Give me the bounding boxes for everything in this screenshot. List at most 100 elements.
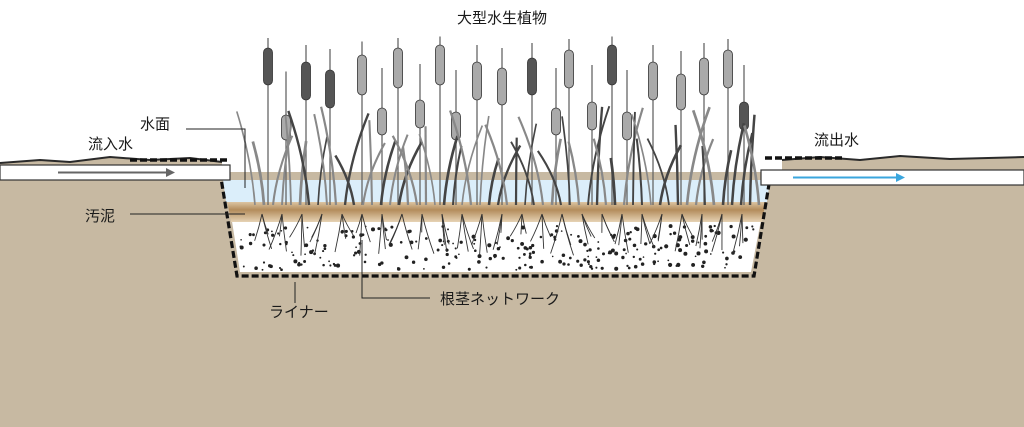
gravel-dot (506, 236, 510, 241)
gravel-dot (496, 247, 501, 251)
cattail-head (263, 47, 273, 86)
gravel-dot (515, 268, 518, 271)
water-surface-label: 水面 (140, 115, 170, 133)
root-strand (355, 213, 363, 234)
plant-leaf (235, 111, 256, 206)
gravel-dot (595, 256, 598, 258)
gravel-dot (697, 241, 700, 244)
cattail-head (325, 69, 335, 109)
plant-leaf (622, 107, 644, 206)
gravel-dot (691, 262, 696, 267)
gravel-dot (614, 251, 619, 256)
gravel-dot (632, 255, 635, 259)
cattail-head (587, 101, 597, 131)
root-strand (289, 213, 303, 238)
gravel-dot (329, 264, 332, 267)
gravel-dot (473, 238, 477, 242)
cattail-head (357, 54, 367, 96)
gravel-dot (328, 260, 330, 263)
plant-leaf (334, 154, 356, 206)
gravel-dot (355, 246, 357, 249)
cattail-head (607, 44, 617, 86)
gravel-dot (319, 256, 322, 259)
root-strand (461, 213, 469, 252)
gravel-dot (445, 252, 449, 257)
gravel-dot (279, 242, 282, 246)
gravel-dot (586, 260, 590, 264)
plant-leaf (461, 125, 484, 206)
gravel-dot (709, 253, 712, 255)
gravel-dot (588, 248, 592, 252)
plant-leaf (379, 139, 397, 206)
gravel-dot (485, 266, 488, 269)
gravel-dot (454, 255, 458, 259)
gravel-dot (628, 237, 632, 241)
gravel-dot (586, 249, 589, 253)
sludge-label: 汚泥 (85, 207, 115, 225)
gravel-dot (576, 259, 580, 263)
gravel-dot (540, 259, 544, 264)
gravel-dot (610, 248, 615, 253)
gravel-dot (709, 228, 714, 233)
plant-leaf (281, 120, 294, 206)
gravel-dot (364, 253, 367, 256)
gravel-dot (528, 246, 533, 250)
gravel-dot (300, 263, 303, 266)
ground-surface-right (781, 154, 1024, 162)
gravel-dot (597, 247, 600, 250)
plant-leaf (271, 135, 294, 206)
gravel-dot (510, 239, 514, 243)
gravel-dot (570, 233, 573, 236)
gravel-dot (640, 262, 645, 266)
gravel-dot (558, 259, 563, 264)
gravel-dot (306, 226, 309, 229)
root-strand (500, 213, 503, 233)
gravel-dot (696, 251, 701, 256)
root-strand (254, 213, 263, 241)
gravel-dot (751, 225, 754, 228)
plant-leaf (298, 140, 308, 206)
plant-leaf (442, 135, 459, 206)
gravel-dot (614, 266, 619, 271)
gravel-dot (488, 256, 492, 261)
gravel-dot (380, 261, 384, 265)
root-strand (261, 213, 269, 235)
gravel-dot (669, 232, 672, 236)
plant-leaf (730, 122, 746, 206)
cattail-head (393, 47, 403, 89)
gravel-dot (341, 229, 344, 233)
gravel-dot (283, 226, 288, 230)
gravel-dot (725, 256, 729, 261)
gravel-dot (408, 229, 412, 233)
gravel-dot (415, 240, 418, 243)
gravel-dot (672, 231, 677, 235)
plant-leaf (320, 106, 338, 206)
gravel-dot (583, 242, 587, 247)
gravel-dot (322, 263, 325, 267)
gravel-dot (596, 258, 601, 262)
gravel-dot (638, 257, 642, 261)
cattail-head (648, 61, 658, 101)
gravel-dot (441, 265, 446, 270)
root-strand (711, 213, 723, 252)
cattail-head (527, 57, 537, 96)
cattail-head (415, 99, 425, 129)
gravel-dot (708, 225, 713, 229)
gravel-dot (344, 229, 348, 233)
cattail-head (699, 57, 709, 96)
gravel-dot (377, 227, 381, 231)
gravel-dot (685, 243, 689, 248)
root-strand (361, 213, 371, 243)
gravel-dot (626, 264, 629, 268)
gravel-dot (627, 266, 631, 270)
gravel-dot (531, 243, 535, 248)
gravel-dot (667, 259, 670, 262)
cattail-head (676, 73, 686, 111)
gravel-dot (424, 237, 428, 240)
gravel-dot (626, 231, 630, 236)
plant-leaf (646, 138, 670, 206)
cattail-head (551, 107, 561, 136)
gravel-dot (743, 237, 748, 242)
gravel-dot (731, 234, 736, 239)
root-strand (341, 213, 347, 239)
